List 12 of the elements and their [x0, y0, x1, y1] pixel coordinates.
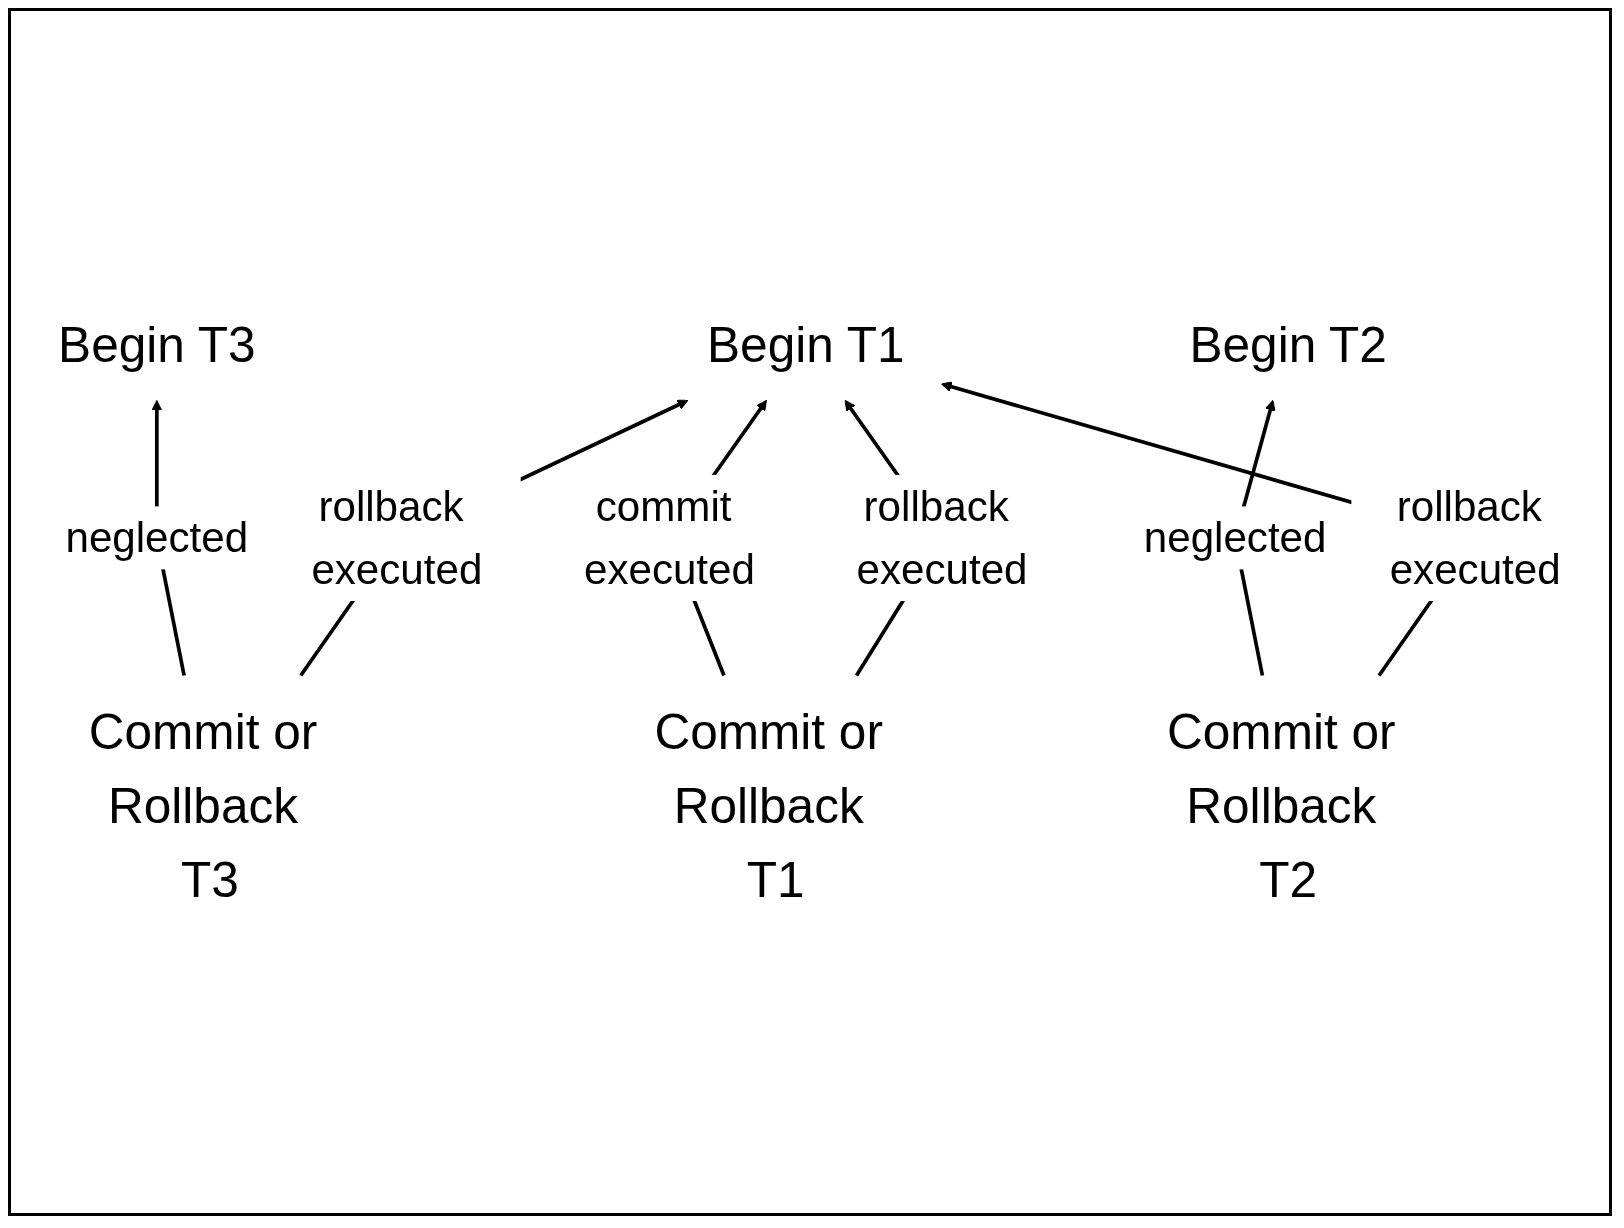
node-text: Commit or Rollback T3: [88, 703, 318, 907]
edge-label: rollback executed: [856, 481, 1028, 593]
edge-label: rollback executed: [1389, 481, 1561, 593]
node-text: Begin T3: [58, 317, 256, 372]
edge-label: neglected: [65, 513, 249, 561]
edge-label: neglected: [1143, 513, 1327, 561]
node-text: Commit or Rollback T1: [654, 703, 883, 907]
node-text: Begin T1: [707, 317, 905, 372]
edge-label: commit executed: [583, 481, 755, 593]
node-text: Commit or Rollback T2: [1167, 703, 1396, 907]
node-text: Begin T2: [1189, 317, 1387, 372]
edge-label: rollback executed: [311, 481, 483, 593]
